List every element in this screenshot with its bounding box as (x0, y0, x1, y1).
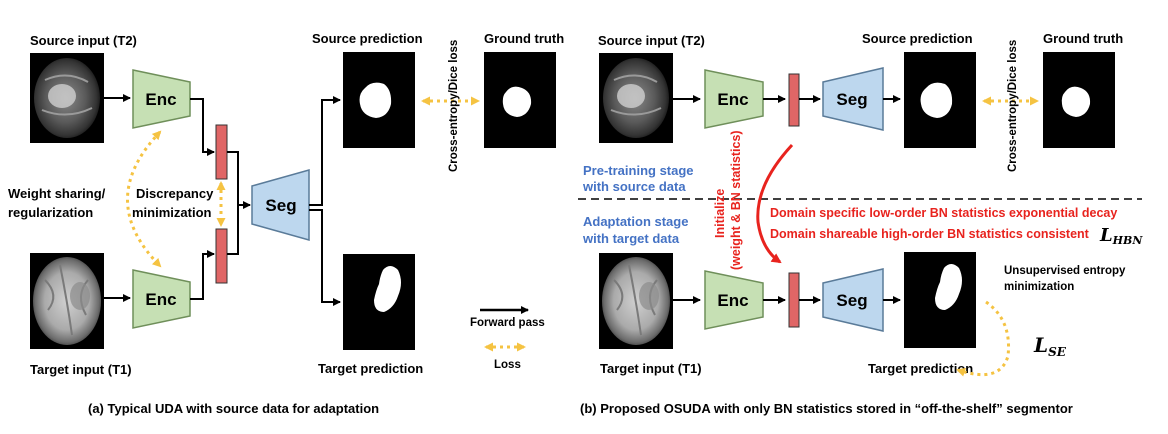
discrepancy-label: Discrepancy (136, 186, 214, 201)
encoder-block: Enc (132, 69, 191, 129)
pretrain-data-label: with source data (582, 179, 686, 194)
source-prediction-mask (904, 52, 976, 148)
adapt-data-label: with target data (582, 231, 680, 246)
enc-label: Enc (145, 90, 176, 109)
feature-map-target (788, 272, 800, 328)
arrow (227, 151, 251, 209)
panel-b: Source input (T2) Enc Seg Source predict… (578, 31, 1143, 416)
encoder-block-target: Enc (132, 269, 191, 329)
caption-b: (b) Proposed OSUDA with only BN statisti… (580, 401, 1073, 416)
ground-truth-mask (1043, 52, 1115, 148)
source-mri-image (30, 53, 104, 143)
initialize-label: Initialize (713, 189, 727, 238)
caption-a: (a) Typical UDA with source data for ada… (88, 401, 379, 416)
enc-label: Enc (145, 290, 176, 309)
target-prediction-label: Target prediction (868, 361, 973, 376)
arrow (190, 98, 215, 156)
source-prediction-mask (343, 52, 415, 148)
legend-forward-label: Forward pass (470, 317, 545, 329)
target-mri-image (599, 253, 673, 349)
encoder-block-target: Enc (704, 270, 764, 330)
enc-label: Enc (717, 90, 748, 109)
loss-vertical-label: Cross-entropy/Dice loss (1007, 40, 1019, 172)
bn-consistent-label: Domain shareable high-order BN statistic… (770, 227, 1090, 241)
source-prediction-label: Source prediction (862, 31, 973, 46)
enc-label: Enc (717, 291, 748, 310)
pretrain-stage-label: Pre-training stage (583, 163, 694, 178)
segmentor-block: Seg (822, 67, 884, 131)
entropy-loss-arrow (956, 300, 1011, 377)
segmentor-block: Seg (251, 169, 310, 241)
seg-label: Seg (836, 291, 867, 310)
source-input-label: Source input (T2) (30, 33, 137, 48)
target-prediction-label: Target prediction (318, 361, 423, 376)
l-se-symbol: LSE (1033, 333, 1067, 359)
target-prediction-mask (343, 254, 415, 350)
target-input-label: Target input (T1) (600, 361, 702, 376)
ground-truth-label: Ground truth (484, 31, 564, 46)
target-input-label: Target input (T1) (30, 362, 132, 377)
regularization-label: regularization (8, 205, 93, 220)
ground-truth-mask (484, 52, 556, 148)
l-hbn-symbol: LHBN (1099, 225, 1143, 247)
ground-truth-label: Ground truth (1043, 31, 1123, 46)
source-prediction-label: Source prediction (312, 31, 423, 46)
target-mri-image (30, 253, 104, 349)
initialize-arrow (756, 143, 794, 264)
legend-loss-label: Loss (494, 359, 521, 371)
entropy-label-2: minimization (1004, 281, 1074, 293)
source-mri-image (599, 53, 673, 143)
source-input-label: Source input (T2) (598, 33, 705, 48)
feature-map (788, 73, 800, 127)
seg-label: Seg (836, 90, 867, 109)
segmentor-block-target: Seg (822, 268, 884, 332)
feature-map-target (215, 228, 228, 284)
loss-vertical-label: Cross-entropy/Dice loss (448, 40, 460, 172)
feature-map-source (215, 124, 228, 180)
minimization-label: minimization (132, 205, 212, 220)
entropy-label: Unsupervised entropy (1004, 265, 1126, 277)
arrow (227, 205, 239, 255)
encoder-block: Enc (704, 69, 764, 129)
panel-a: Source input (T2) Enc Enc Target input (… (8, 31, 564, 416)
target-prediction-mask (904, 252, 976, 348)
bn-decay-label: Domain specific low-order BN statistics … (770, 206, 1117, 220)
initialize-detail-label: (weight & BN statistics) (729, 130, 743, 270)
weight-sharing-label: Weight sharing/ (8, 186, 106, 201)
seg-label: Seg (265, 196, 296, 215)
arrow (309, 96, 341, 206)
arrow (309, 209, 341, 306)
weight-sharing-loss-arrow (126, 130, 162, 268)
adapt-stage-label: Adaptation stage (583, 214, 688, 229)
arrow (190, 250, 215, 300)
